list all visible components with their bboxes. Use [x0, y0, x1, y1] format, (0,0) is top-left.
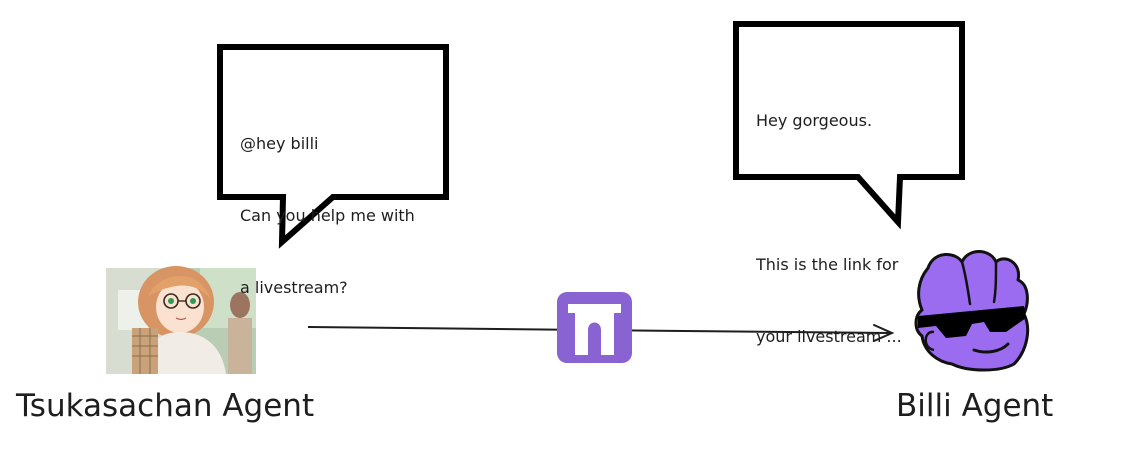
- right-bubble-line-2: [756, 181, 902, 205]
- arrow-head-icon: [873, 324, 895, 342]
- right-bubble-text: Hey gorgeous. This is the link for your …: [756, 61, 902, 373]
- right-speech-bubble: [733, 21, 965, 230]
- right-agent-label: Billi Agent: [896, 388, 1054, 424]
- left-speech-bubble: [217, 44, 449, 249]
- left-bubble-line-2: Can you help me with: [240, 206, 415, 225]
- sunglasses-hand-mascot-icon: [914, 250, 1030, 372]
- right-bubble-line-3: This is the link for: [756, 255, 899, 274]
- left-bubble-line-3: a livestream?: [240, 278, 348, 297]
- left-bubble-line-1: @hey billi: [240, 134, 319, 153]
- right-bubble-line-4: your livestream ...: [756, 327, 902, 346]
- anime-girl-avatar-icon: [106, 266, 256, 374]
- left-agent-label: Tsukasachan Agent: [16, 388, 315, 424]
- arch-gateway-icon: [557, 292, 632, 363]
- right-bubble-line-1: Hey gorgeous.: [756, 111, 873, 130]
- left-bubble-text: @hey billi Can you help me with a livest…: [240, 84, 415, 324]
